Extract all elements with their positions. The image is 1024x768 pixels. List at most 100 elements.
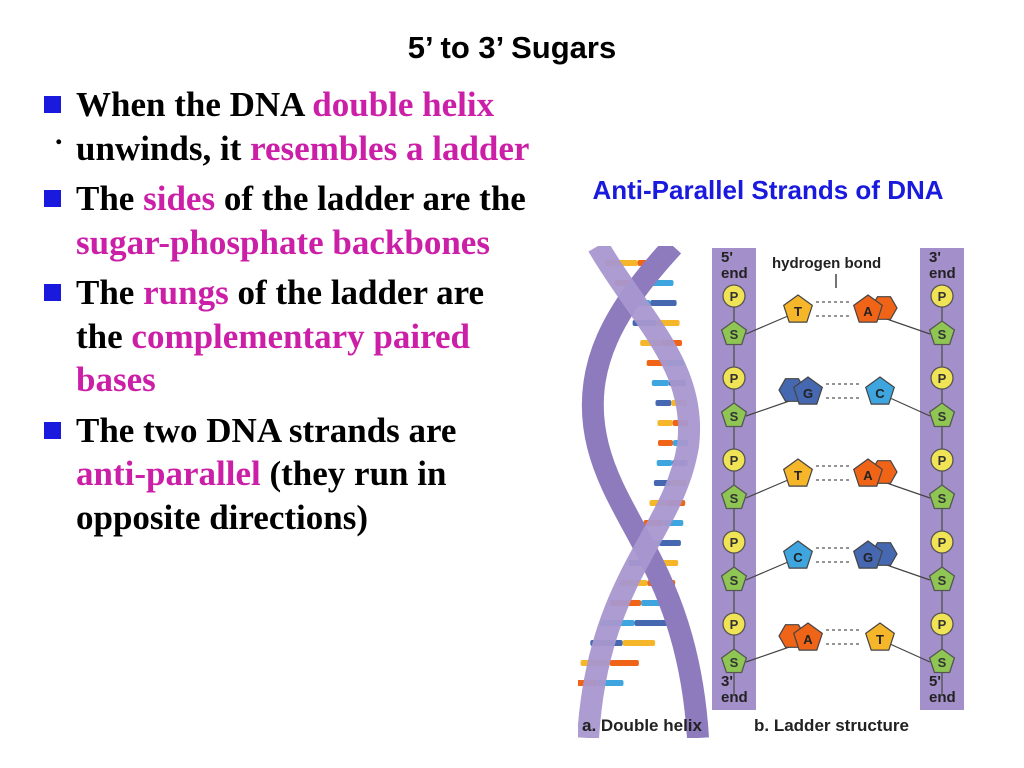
- base-T-icon: [864, 622, 896, 651]
- label-left-top-1: 5': [721, 249, 733, 266]
- sugar-icon: [720, 566, 748, 592]
- bullet-text: The rungs of the ladder are the compleme…: [76, 273, 485, 399]
- helix-rung: [650, 300, 677, 306]
- slide-title: 5’ to 3’ Sugars: [407, 30, 617, 65]
- sugar-icon: [928, 484, 956, 510]
- phosphate-label: P: [730, 535, 739, 550]
- sugar-label: S: [938, 409, 947, 424]
- phosphate-label: P: [730, 617, 739, 632]
- base-label: T: [876, 632, 884, 647]
- sugar-icon: [928, 648, 956, 674]
- base-label: T: [794, 304, 802, 319]
- phosphate-icon: [930, 366, 954, 390]
- base-label: A: [863, 304, 873, 319]
- base-label: G: [803, 386, 813, 401]
- sugar-label: S: [730, 655, 739, 670]
- base-A-icon: [852, 294, 884, 323]
- base-C-icon: [864, 376, 896, 405]
- label-right-bottom-2: end: [929, 689, 956, 706]
- phosphate-label: P: [938, 453, 947, 468]
- label-left-top-2: end: [721, 265, 748, 282]
- double-helix-illustration: [578, 246, 709, 738]
- phosphate-icon: [930, 448, 954, 472]
- figure-title: Anti-Parallel Strands of DNA: [592, 175, 944, 205]
- phosphate-icon: [722, 530, 746, 554]
- glycosidic-bond: [889, 643, 931, 663]
- square-bullet-icon: [44, 190, 61, 207]
- base-T-icon: [782, 294, 814, 323]
- bullet-item: The sides of the ladder are the sugar-ph…: [44, 177, 534, 264]
- helix-rung: [658, 440, 673, 446]
- base-A-icon: [852, 458, 884, 487]
- bullet-item: The rungs of the ladder are the compleme…: [44, 271, 534, 402]
- square-bullet-icon: [44, 96, 61, 113]
- phosphate-label: P: [730, 371, 739, 386]
- helix-rung: [655, 400, 672, 406]
- bullet-text: The sides of the ladder are the sugar-ph…: [76, 179, 526, 262]
- bullet-item: When the DNA double helix unwinds, it re…: [44, 83, 534, 170]
- base-G-icon: [792, 376, 824, 405]
- bullet-list: When the DNA double helix unwinds, it re…: [44, 83, 534, 546]
- phosphate-label: P: [938, 371, 947, 386]
- stray-mark: .: [55, 118, 63, 151]
- sugar-icon: [720, 402, 748, 428]
- label-right-top-1: 3': [929, 249, 941, 266]
- sugar-label: S: [938, 491, 947, 506]
- base-label: G: [863, 550, 873, 565]
- sugar-label: S: [938, 327, 947, 342]
- sugar-label: S: [730, 327, 739, 342]
- helix-rung: [609, 660, 639, 666]
- phosphate-icon: [930, 530, 954, 554]
- sugar-label: S: [938, 655, 947, 670]
- base-label: A: [803, 632, 813, 647]
- base-label: C: [793, 550, 803, 565]
- base-C-icon: [782, 540, 814, 569]
- sugar-icon: [928, 320, 956, 346]
- label-left-bottom-1: 3': [721, 673, 733, 690]
- sugar-label: S: [938, 573, 947, 588]
- glycosidic-bond: [745, 561, 789, 581]
- bullet-item: The two DNA strands are anti-parallel (t…: [44, 409, 534, 540]
- label-left-bottom-2: end: [721, 689, 748, 706]
- phosphate-label: P: [938, 617, 947, 632]
- sugar-icon: [928, 402, 956, 428]
- bullet-text: When the DNA double helix unwinds, it re…: [76, 85, 530, 168]
- helix-rung: [657, 420, 673, 426]
- label-right-top-2: end: [929, 265, 956, 282]
- phosphate-icon: [930, 284, 954, 308]
- base-G-icon: [852, 540, 884, 569]
- phosphate-icon: [722, 366, 746, 390]
- bullet-text: The two DNA strands are anti-parallel (t…: [76, 410, 457, 537]
- phosphate-label: P: [730, 453, 739, 468]
- phosphate-icon: [722, 612, 746, 636]
- base-T-icon: [782, 458, 814, 487]
- label-right-bottom-1: 5': [929, 673, 941, 690]
- caption-ladder-structure: b. Ladder structure: [754, 716, 909, 735]
- helix-rung: [658, 540, 681, 546]
- hydrogen-bond-label: hydrogen bond: [772, 255, 881, 272]
- phosphate-icon: [722, 284, 746, 308]
- base-label: T: [794, 468, 802, 483]
- helix-rung: [656, 460, 673, 466]
- helix-rung: [634, 620, 669, 626]
- helix-rung: [651, 380, 669, 386]
- phosphate-icon: [930, 612, 954, 636]
- glycosidic-bond: [889, 397, 931, 417]
- sugar-icon: [720, 484, 748, 510]
- sugar-icon: [720, 320, 748, 346]
- sugar-label: S: [730, 573, 739, 588]
- sugar-icon: [928, 566, 956, 592]
- dna-figure: 5' end 3' end 3' end 5' end hydrogen bon…: [578, 246, 964, 738]
- caption-double-helix: a. Double helix: [582, 716, 703, 735]
- phosphate-label: P: [938, 535, 947, 550]
- phosphate-label: P: [938, 289, 947, 304]
- glycosidic-bond: [745, 315, 789, 335]
- phosphate-label: P: [730, 289, 739, 304]
- square-bullet-icon: [44, 284, 61, 301]
- phosphate-icon: [722, 448, 746, 472]
- sugar-label: S: [730, 491, 739, 506]
- base-label: A: [863, 468, 873, 483]
- sugar-icon: [720, 648, 748, 674]
- glycosidic-bond: [745, 479, 789, 499]
- base-A-icon: [792, 622, 824, 651]
